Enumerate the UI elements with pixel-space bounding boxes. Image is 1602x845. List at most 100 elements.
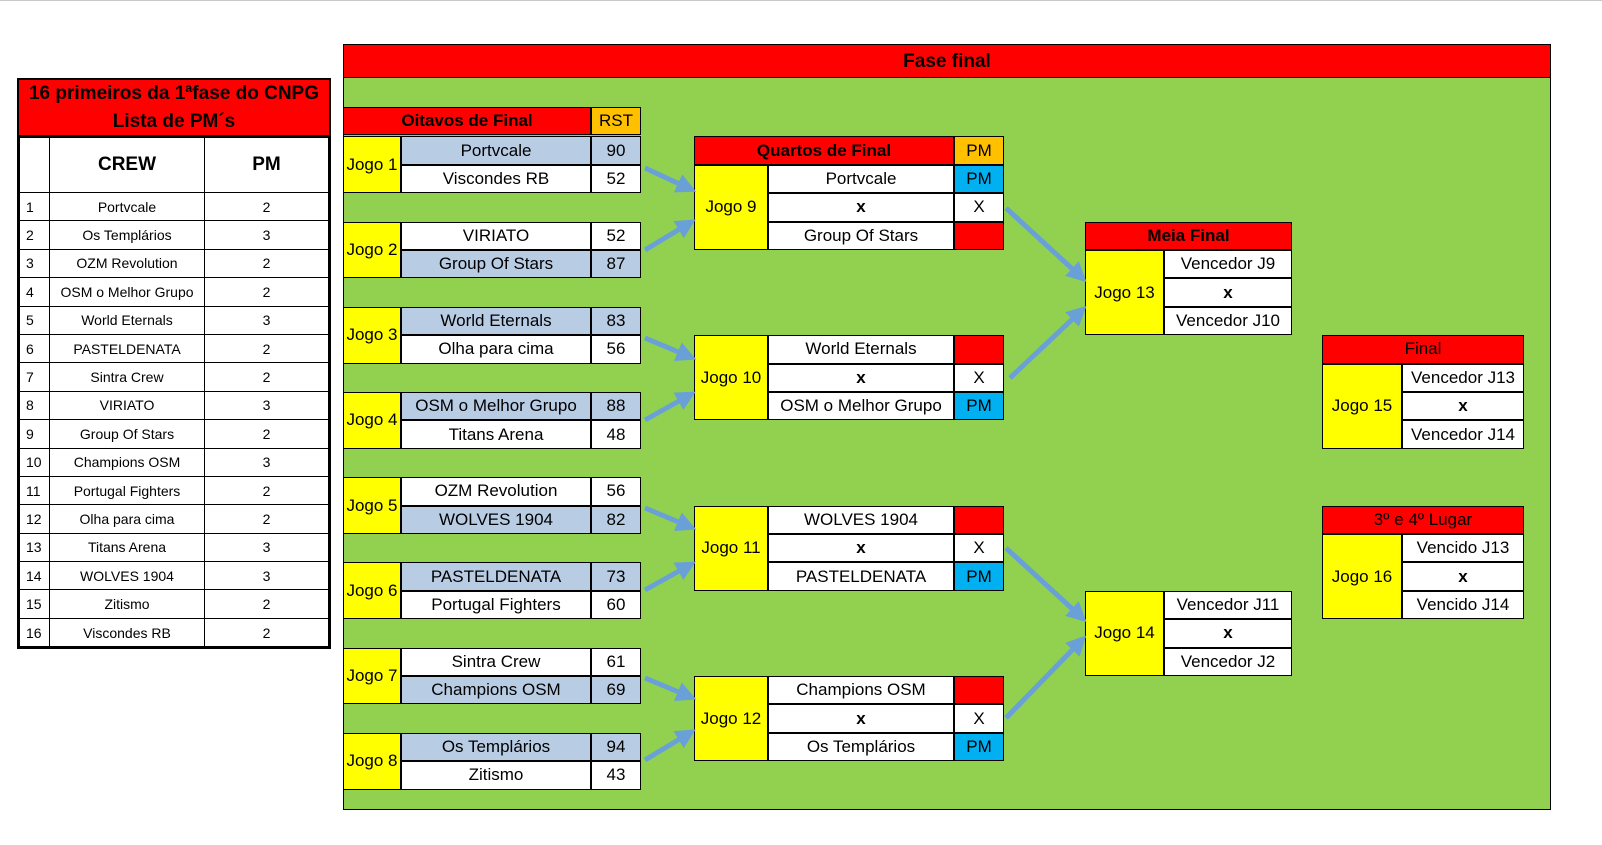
- pm-list-crew: Titans Arena: [49, 532, 205, 563]
- pm-list-crew: OSM o Melhor Grupo: [49, 277, 205, 307]
- pm-list-pm: 3: [204, 447, 329, 477]
- pm-list-crew: World Eternals: [49, 305, 205, 335]
- qf-team-a: WOLVES 1904: [768, 505, 954, 534]
- sf-header: Meia Final: [1085, 221, 1292, 250]
- pm-list-num: 7: [19, 362, 50, 392]
- r16-score-b: 56: [591, 335, 641, 364]
- pm-list-crew: WOLVES 1904: [49, 561, 205, 591]
- sf-jogo-label: Jogo 14: [1085, 590, 1164, 676]
- qf-team-a: Portvcale: [768, 164, 954, 194]
- r16-score-a: 90: [591, 136, 641, 165]
- r16-team-a: VIRIATO: [401, 221, 591, 250]
- r16-score-a: 94: [591, 732, 641, 762]
- pm-list-num: 11: [19, 475, 50, 506]
- r16-team-a: OZM Revolution: [401, 477, 591, 506]
- pm-list-crew: PASTELDENATA: [49, 333, 205, 364]
- pm-list-num: 14: [19, 561, 50, 591]
- pm-list-num: 12: [19, 504, 50, 534]
- qf-pm-x: X: [954, 363, 1004, 392]
- pm-list-crew: Viscondes RB: [49, 617, 205, 648]
- final-header: Final: [1322, 335, 1524, 364]
- r16-team-b: Group Of Stars: [401, 250, 591, 279]
- r16-score-b: 82: [591, 505, 641, 534]
- pm-list-crew: Os Templários: [49, 220, 205, 250]
- qf-pm-b: PM: [954, 562, 1004, 591]
- qf-jogo-label: Jogo 10: [694, 335, 768, 421]
- r16-score-b: 52: [591, 164, 641, 194]
- pm-list-crew: OZM Revolution: [49, 248, 205, 279]
- qf-versus: x: [768, 363, 954, 392]
- third-place-jogo-label: Jogo 16: [1322, 534, 1402, 620]
- pm-list-pm: 2: [204, 504, 329, 534]
- sf-team-b: Vencedor J2: [1164, 647, 1292, 676]
- sf-jogo-label: Jogo 13: [1085, 250, 1164, 336]
- qf-team-b: OSM o Melhor Grupo: [768, 392, 954, 421]
- pm-list-crew: Portugal Fighters: [49, 475, 205, 506]
- final-phase-title: Fase final: [343, 44, 1551, 78]
- qf-team-b: PASTELDENATA: [768, 562, 954, 591]
- qf-team-b: Group Of Stars: [768, 221, 954, 250]
- sf-team-b: Vencedor J10: [1164, 306, 1292, 336]
- pm-list-num: 2: [19, 220, 50, 250]
- qf-pm-x: X: [954, 193, 1004, 222]
- final-team-b: Vencedor J14: [1402, 420, 1524, 449]
- r16-score-b: 87: [591, 250, 641, 279]
- pm-list-num: 8: [19, 390, 50, 421]
- pm-list-pm: 2: [204, 617, 329, 648]
- r16-team-a: World Eternals: [401, 306, 591, 336]
- pm-list-pm: 2: [204, 333, 329, 364]
- qf-jogo-label: Jogo 12: [694, 676, 768, 762]
- r16-team-a: Os Templários: [401, 732, 591, 762]
- r16-team-b: Viscondes RB: [401, 164, 591, 194]
- r16-team-b: Titans Arena: [401, 420, 591, 449]
- pm-list-num: 1: [19, 191, 50, 222]
- r16-team-a: Portvcale: [401, 136, 591, 165]
- r16-jogo-label: Jogo 8: [343, 732, 401, 790]
- r16-team-b: Portugal Fighters: [401, 590, 591, 620]
- pm-list-crew: Champions OSM: [49, 447, 205, 477]
- pm-list-title-line2: Lista de PM´s: [112, 111, 236, 132]
- r16-rst-header: RST: [591, 107, 641, 136]
- final-jogo-label: Jogo 15: [1322, 363, 1402, 449]
- r16-jogo-label: Jogo 3: [343, 306, 401, 364]
- pm-list-pm: 2: [204, 277, 329, 307]
- r16-score-a: 61: [591, 647, 641, 676]
- pm-list-header-pm: PM: [204, 137, 329, 193]
- final-team-a: Vencedor J13: [1402, 363, 1524, 392]
- qf-team-b: Os Templários: [768, 732, 954, 762]
- pm-list-table: 16 primeiros da 1ªfase do CNPG Lista de …: [17, 78, 331, 650]
- pm-list-num: 15: [19, 589, 50, 619]
- r16-score-b: 48: [591, 420, 641, 449]
- pm-list-num: 5: [19, 305, 50, 335]
- qf-versus: x: [768, 534, 954, 563]
- qf-pm-b: PM: [954, 392, 1004, 421]
- pm-list-pm: 3: [204, 390, 329, 421]
- pm-list-crew: Zitismo: [49, 589, 205, 619]
- pm-list-num: 6: [19, 333, 50, 364]
- qf-pm-header: PM: [954, 136, 1004, 165]
- r16-score-a: 73: [591, 562, 641, 591]
- r16-jogo-label: Jogo 7: [343, 647, 401, 705]
- r16-score-b: 43: [591, 761, 641, 790]
- pm-list-crew: Group Of Stars: [49, 419, 205, 449]
- pm-list-num: 13: [19, 532, 50, 563]
- sf-team-a: Vencedor J11: [1164, 590, 1292, 620]
- top-border-line: [0, 0, 1602, 1]
- r16-header: Oitavos de Final: [343, 107, 591, 136]
- sf-team-a: Vencedor J9: [1164, 250, 1292, 279]
- qf-pm-a: [954, 335, 1004, 364]
- qf-pm-x: X: [954, 704, 1004, 733]
- qf-jogo-label: Jogo 9: [694, 164, 768, 250]
- pm-list-header-crew: CREW: [49, 137, 205, 193]
- r16-jogo-label: Jogo 2: [343, 221, 401, 279]
